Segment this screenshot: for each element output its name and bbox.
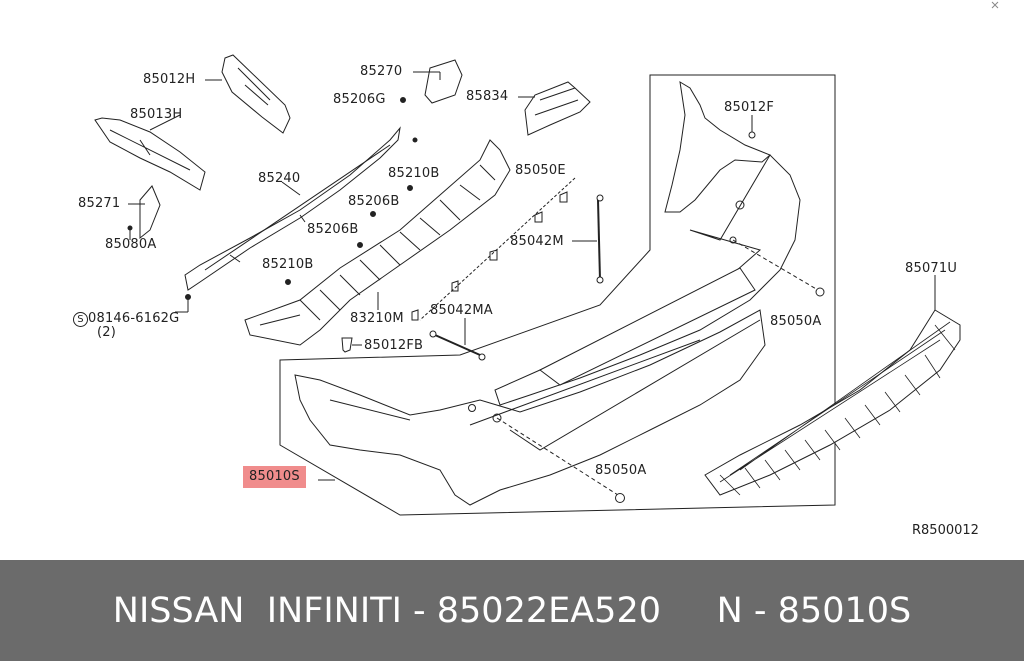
label-85013H: 85013H xyxy=(130,107,183,122)
label-85206G: 85206G xyxy=(333,92,386,107)
reference-code: R8500012 xyxy=(912,523,979,538)
label-85071U: 85071U xyxy=(905,261,958,276)
label-85080A: 85080A xyxy=(105,237,157,252)
label-85010S-highlighted: 85010S xyxy=(243,466,306,488)
label-85012FB: 85012FB xyxy=(364,338,424,353)
label-85206B-mid: 85206B xyxy=(307,222,359,237)
label-85270: 85270 xyxy=(360,64,403,79)
footer-part-numbers: NISSAN INFINITI - 85022EA520 N - 85010S xyxy=(112,590,912,631)
label-85012F: 85012F xyxy=(724,100,775,115)
circled-s-icon: S xyxy=(73,312,88,327)
label-85012H: 85012H xyxy=(143,72,196,87)
label-85050A-upper: 85050A xyxy=(770,314,822,329)
label-85042M: 85042M xyxy=(510,234,564,249)
label-85042MA: 85042MA xyxy=(430,303,493,318)
label-85271: 85271 xyxy=(78,196,121,211)
part-85010S xyxy=(294,309,766,506)
label-quantity: (2) xyxy=(97,325,117,340)
part-85834 xyxy=(524,81,591,136)
label-85050A-lower: 85050A xyxy=(595,463,647,478)
part-83210M xyxy=(244,139,511,346)
part-85271 xyxy=(139,185,161,240)
label-85050E: 85050E xyxy=(515,163,566,178)
parts-diagram: 85012H 85013H 85271 85080A 85270 85206G … xyxy=(73,1,999,538)
label-83210M: 83210M xyxy=(350,311,404,326)
label-85210B-low: 85210B xyxy=(262,257,314,272)
footer-bar: NISSAN INFINITI - 85022EA520 N - 85010S xyxy=(0,560,1024,661)
close-icon xyxy=(991,1,999,9)
label-85240: 85240 xyxy=(258,171,301,186)
diagram-drawing xyxy=(94,1,999,516)
part-85013H xyxy=(94,117,206,191)
part-85270 xyxy=(424,59,463,104)
part-85012F xyxy=(664,81,771,213)
label-85834: 85834 xyxy=(466,89,509,104)
label-85206B-top: 85206B xyxy=(348,194,400,209)
label-85210B-top: 85210B xyxy=(388,166,440,181)
